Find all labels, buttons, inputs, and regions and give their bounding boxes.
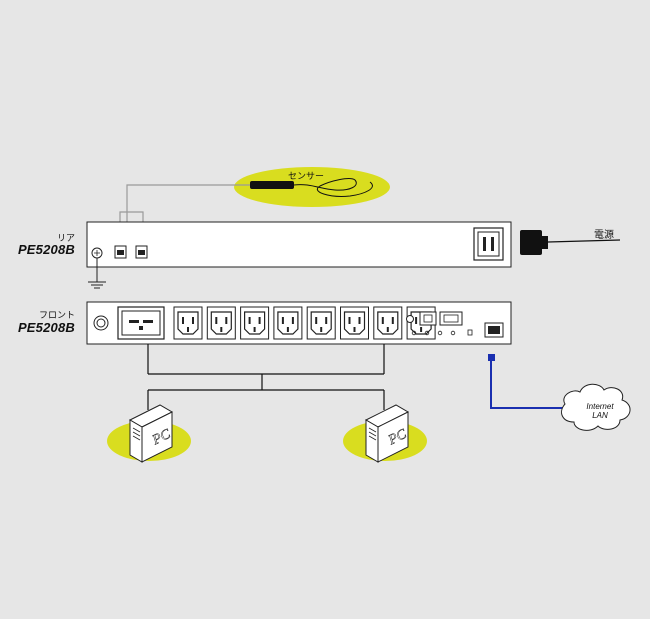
internet-label-line2: LAN	[592, 411, 608, 420]
outlet-c19	[117, 306, 165, 340]
outlet-c13-1	[173, 306, 203, 340]
outlet-c13-5	[306, 306, 336, 340]
lan-cable	[490, 361, 570, 409]
led-4	[450, 330, 456, 336]
sensor-highlight	[234, 167, 390, 207]
led-2	[424, 330, 430, 336]
display-panel-2	[439, 311, 463, 326]
front-model-label: PE5208B	[17, 320, 75, 335]
outlet-c13-7	[373, 306, 403, 340]
outlet-c13-3	[240, 306, 270, 340]
led-1	[411, 330, 417, 336]
pc-right-icon: PC	[364, 404, 410, 463]
rear-panel	[86, 221, 512, 268]
internet-label-line1: Internet	[586, 402, 614, 411]
power-label: 電源	[594, 230, 614, 241]
outlet-c13-6	[340, 306, 369, 340]
internet-label: Internet LAN	[578, 402, 622, 420]
rear-label: リア	[56, 233, 75, 243]
sensor-probe	[250, 181, 294, 189]
power-inlet	[473, 227, 504, 261]
lan-connector	[488, 354, 495, 361]
display-panel	[419, 311, 437, 326]
power-plug	[520, 230, 542, 255]
power-cord	[547, 239, 621, 243]
outlet-c13-2	[206, 306, 236, 340]
rear-model-label: PE5208B	[17, 242, 75, 257]
sensor-label: センサー	[288, 171, 325, 181]
outlet-c13-4	[273, 306, 303, 340]
power-switch-icon	[93, 315, 109, 331]
button-small	[467, 329, 473, 336]
led-3	[437, 330, 443, 336]
front-label: フロント	[38, 310, 75, 320]
pc-left-icon: PC	[128, 404, 174, 463]
reset-button-icon	[406, 315, 414, 323]
internet-cloud-icon	[561, 383, 631, 431]
sensor-cable-coil	[293, 178, 373, 197]
